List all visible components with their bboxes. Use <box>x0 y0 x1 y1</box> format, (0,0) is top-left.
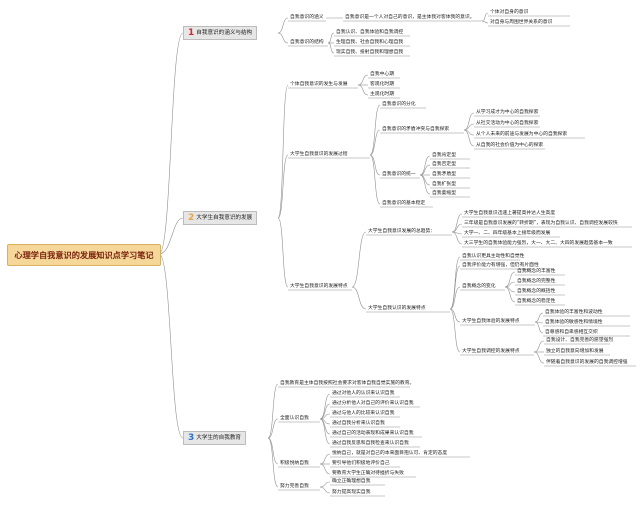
node-unify-3: 自我矛盾型 <box>432 172 456 177</box>
node-control: 大学生自我调控的发展特点 <box>462 349 520 354</box>
node-know-1: 通过对他人的认识来认识自我 <box>332 391 395 396</box>
node-unify: 自我意识的统一 <box>382 172 416 177</box>
node-meaning: 自我意识的涵义 <box>290 15 324 20</box>
node-concept-4: 自我概念的稳定性 <box>517 299 556 304</box>
section-2-label: 大学生自我意识的发展 <box>196 215 253 221</box>
node-exper-1: 自我体验的丰富性和波动性 <box>545 310 603 315</box>
node-control-1: 自我设计、自我完善的愿望强烈 <box>546 338 614 343</box>
node-concept: 自我概念的变化 <box>462 284 496 289</box>
node-overall-2: 三年级是自我意识发展的“转折期”，表现为自我认识、自我调控发展较快 <box>464 221 618 226</box>
node-stage-2: 客观化时期 <box>370 82 394 87</box>
node-conflict: 自我意识的矛盾冲突与自我探索 <box>382 127 450 132</box>
section-1-number: 1 <box>188 28 195 38</box>
node-edu-intro: 自我教育是主体自我按照社会要求对客体自我自觉实施的教育。 <box>280 381 415 386</box>
section-2-number: 2 <box>188 213 195 223</box>
connector <box>277 17 289 34</box>
node-stage-1: 自我中心期 <box>370 72 394 77</box>
node-cog-b: 自我评价能力有增强，但仍有片面性 <box>462 263 539 268</box>
node-structure-3: 现实自我、投射自我和理想自我 <box>336 50 404 55</box>
section-1-label: 自我意识的涵义与结构 <box>196 30 253 36</box>
connector <box>158 217 184 255</box>
node-overall: 大学生自我意识发展的总趋势： <box>368 229 436 234</box>
node-effort: 努力完善自我 <box>280 484 309 489</box>
node-accept-3: 要教育大学生正确对待挫折与失败 <box>332 471 404 476</box>
node-unify-5: 自我萎缩型 <box>432 191 456 196</box>
central-topic: 心理学自我意识的发展知识点学习笔记 <box>7 244 161 266</box>
node-meaning-text: 自我意识是一个人对自己的意识，是主体我对客体我的意识。 <box>345 15 475 20</box>
section-3-label: 大学生的自我教育 <box>196 435 242 441</box>
node-stable: 自我意识的基本稳定 <box>382 201 426 206</box>
node-conflict-1: 从学习成才为中心的自我探索 <box>476 110 539 115</box>
node-effort-1: 确立正确理想自我 <box>332 479 371 484</box>
node-process: 大学生自我意识的发展过程 <box>290 152 348 157</box>
node-meaning-sub-2: 对自身与周围世界关系的意识 <box>490 20 553 25</box>
section-3-number: 3 <box>188 433 195 443</box>
node-exper-2: 自我体验的敏感性和情境性 <box>545 320 603 325</box>
node-overall-3: 大学一、二、四年级基本上接年级而发展 <box>464 231 551 236</box>
node-accept-2: 要引导他们积极地评价自己 <box>332 461 390 466</box>
node-exper: 大学生自我体验的发展特点 <box>462 319 520 324</box>
node-know-5: 通过自己的活动表现和成果来认识自我 <box>332 431 414 436</box>
connector <box>158 253 184 439</box>
node-concept-2: 自我概念的完整性 <box>517 279 556 284</box>
connector <box>158 32 184 255</box>
node-meaning-sub-1: 个体对自身的意识 <box>490 10 529 15</box>
node-stage-3: 主观化时期 <box>370 92 394 97</box>
node-accept: 积极悦纳自我 <box>280 461 309 466</box>
node-know-3: 通过与他人的比较来认识自我 <box>332 411 395 416</box>
node-features: 大学生自我意识的发展特点 <box>290 284 348 289</box>
node-effort-2: 努力提高现实自我 <box>332 490 371 495</box>
node-know-6: 通过自我反思和自我检查来认识自我 <box>332 441 409 446</box>
node-concept-3: 自我概念的概括性 <box>517 289 556 294</box>
node-overall-4: 大三学生的自我体验能力强烈，大一、大二、大四的发展趋势基本一致 <box>464 241 613 246</box>
node-structure: 自我意识的结构 <box>290 40 324 45</box>
node-unify-1: 自我肯定型 <box>432 153 456 158</box>
node-unify-4: 自我扩张型 <box>432 182 456 187</box>
node-cognition: 大学生自我认识的发展特点 <box>368 306 426 311</box>
node-structure-2: 生理自我、社会自我和心理自我 <box>336 40 404 45</box>
node-know-2: 通过分析他人对自己的评价来认识自我 <box>332 401 414 406</box>
node-conflict-4: 从自我的社会价值为中心的探索 <box>476 143 544 148</box>
node-conflict-2: 从社交活动为中心的自我探索 <box>476 121 539 126</box>
node-overall-1: 大学生自我意识迅速上著提高并达人生高度 <box>464 211 556 216</box>
connector <box>277 32 289 44</box>
node-structure-1: 自我认识、自我体验和自我调控 <box>336 30 404 35</box>
node-concept-1: 自我概念的丰富性 <box>517 269 556 274</box>
node-control-3: 伴随着自我意识的发展的自我调控增强 <box>546 360 628 365</box>
node-cog-a: 自我认识更具主动性和自觉性 <box>462 254 525 259</box>
node-control-2: 独立的自我意向增加和发展 <box>546 349 604 354</box>
node-divide: 自我意识的分化 <box>382 102 416 107</box>
node-know-4: 通过自我分析来认识自我 <box>332 421 385 426</box>
node-exper-3: 自尊感和自卑感相互交织 <box>545 330 598 335</box>
node-accept-1: 悦纳自己，就是对自己的本来面目抱认可、肯定的态度 <box>332 451 448 456</box>
node-unify-2: 自我否定型 <box>432 162 456 167</box>
node-stages: 个体自我意识的发生与发展 <box>290 82 348 87</box>
node-know: 全面认识自我 <box>280 416 309 421</box>
node-conflict-3: 从个人未来的前途与发展为中心的自我探索 <box>476 132 568 137</box>
